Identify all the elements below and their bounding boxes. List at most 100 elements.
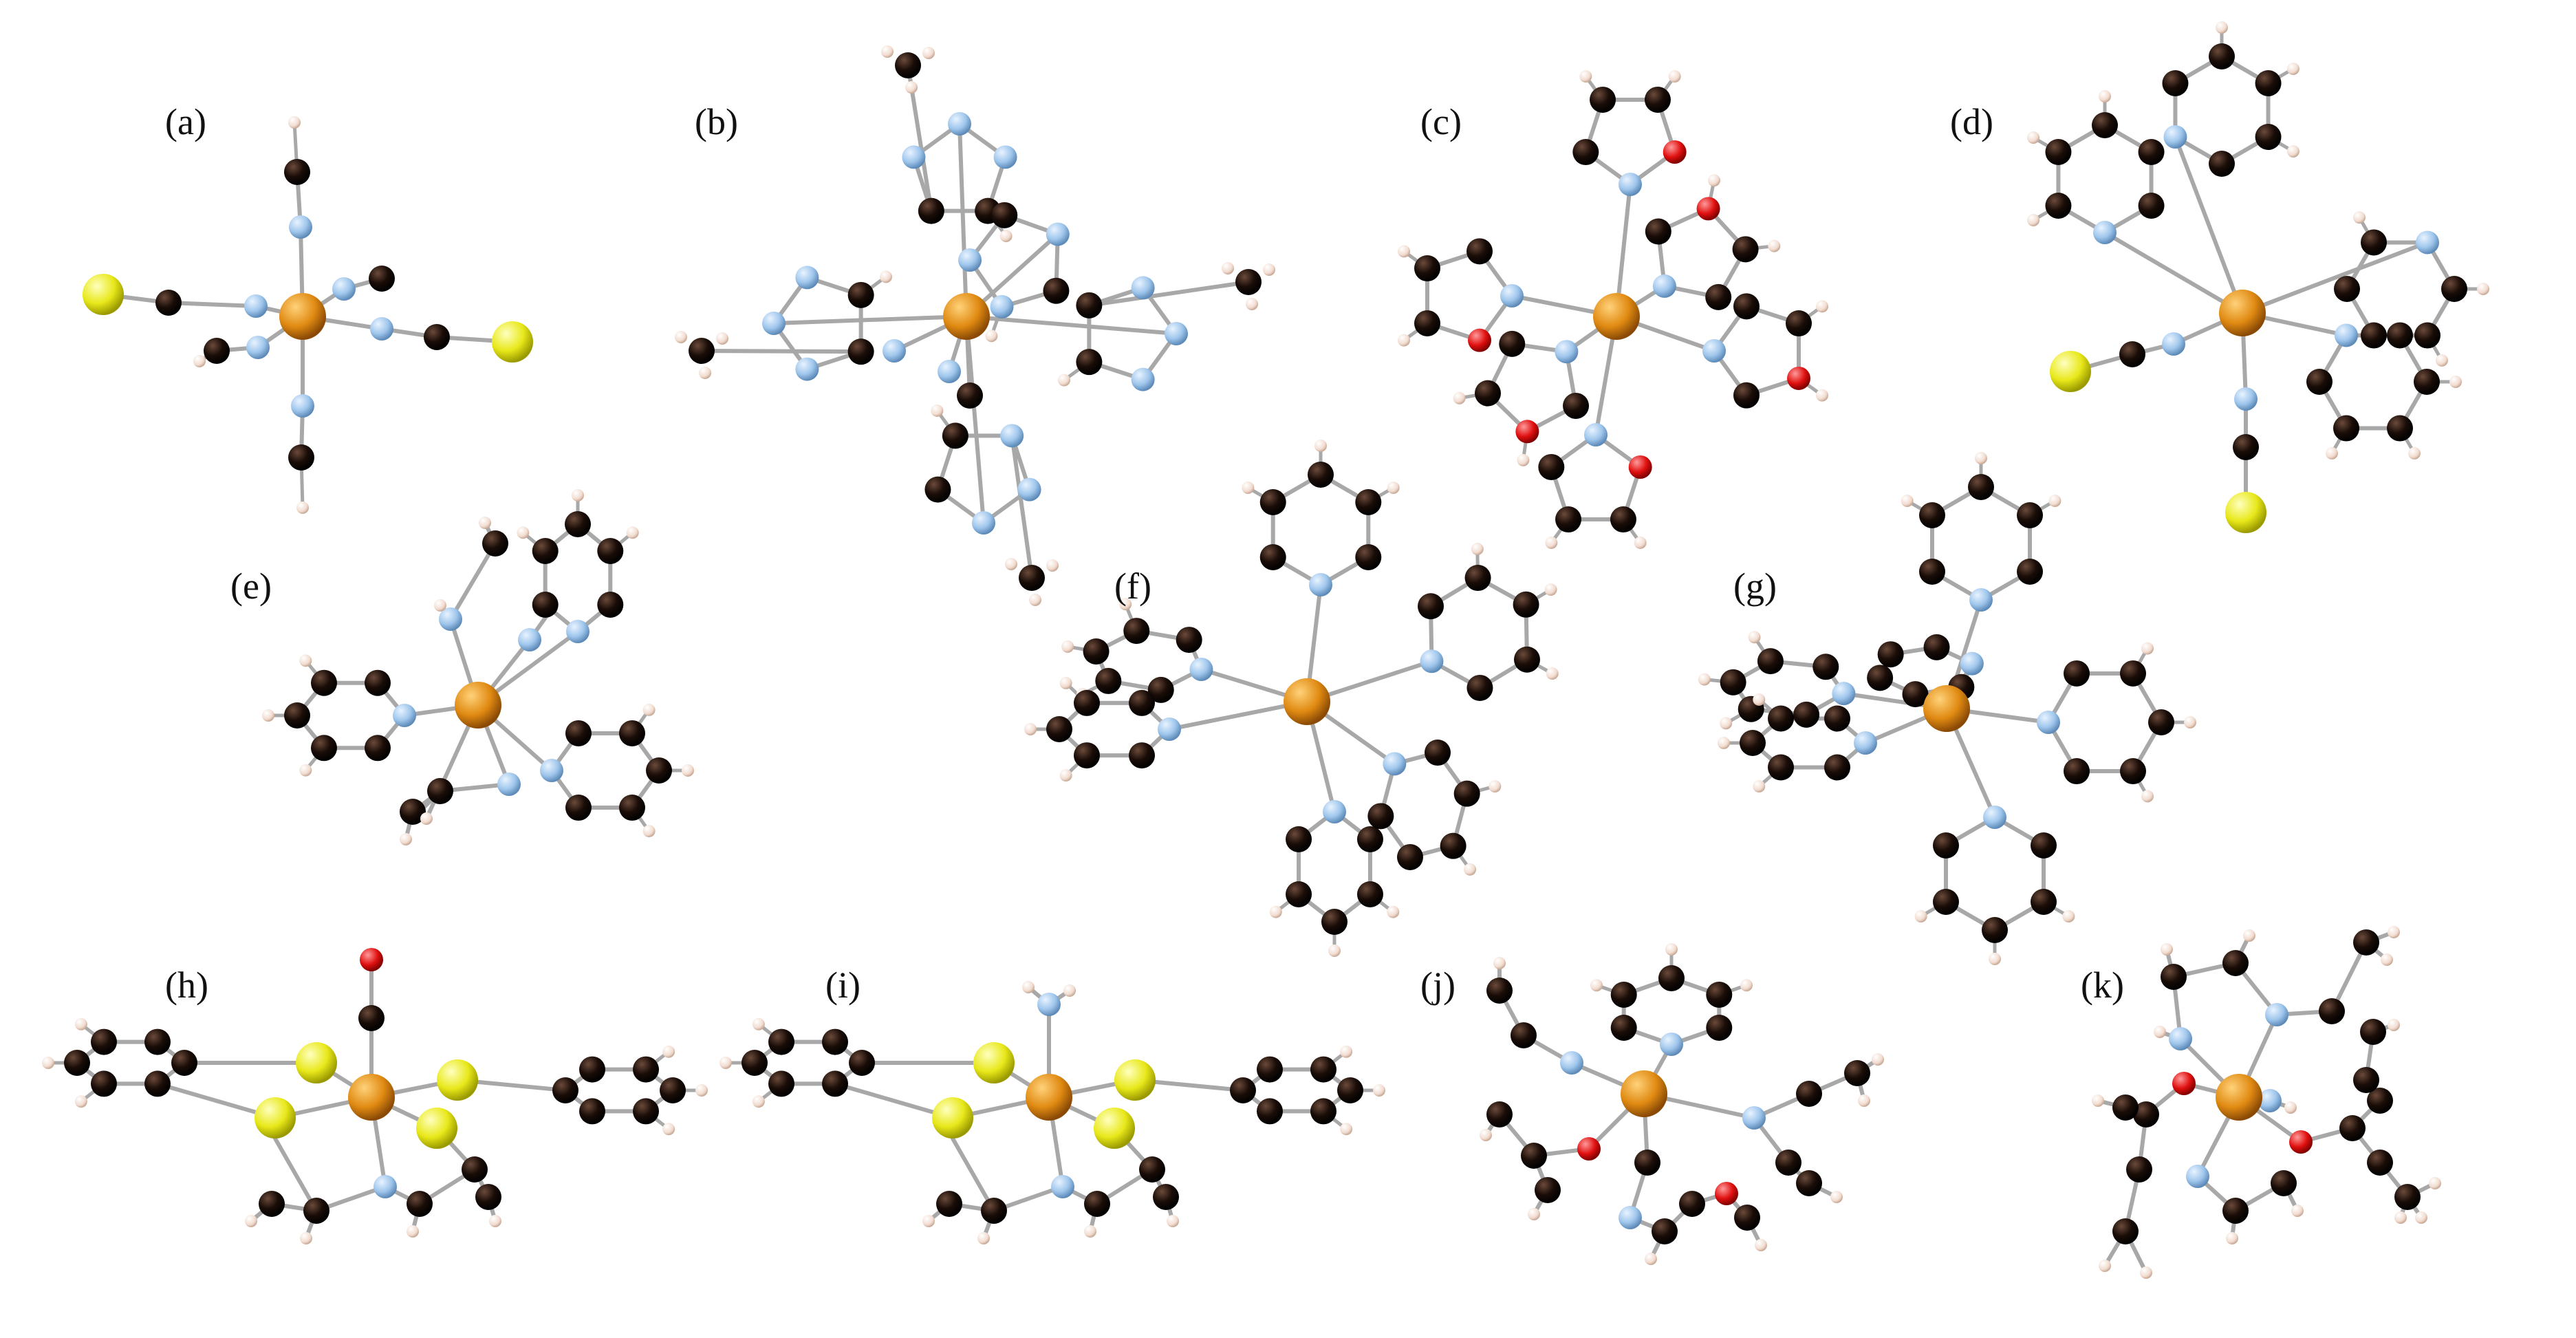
hydrogen-atom — [420, 812, 433, 825]
sulfur-atom — [83, 274, 124, 315]
nitrogen-atom — [540, 759, 563, 782]
carbon-atom — [2367, 1088, 2393, 1114]
oxygen-atom — [360, 948, 383, 971]
carbon-atom — [2339, 1115, 2366, 1141]
hydrogen-atom — [1668, 70, 1681, 83]
carbon-atom — [847, 281, 874, 308]
hydrogen-atom — [288, 116, 301, 129]
hydrogen-atom — [642, 703, 656, 716]
carbon-atom — [1824, 754, 1850, 781]
carbon-atom — [1414, 255, 1440, 282]
nitrogen-atom — [1742, 1106, 1766, 1130]
nitrogen-atom — [972, 511, 995, 535]
metal-atom — [1026, 1074, 1072, 1121]
carbon-atom — [1257, 1098, 1283, 1125]
carbon-atom — [2387, 322, 2413, 349]
carbon-atom — [957, 382, 983, 409]
panel-label-k: (k) — [2081, 964, 2124, 1006]
panel-label-d: (d) — [1950, 101, 1993, 142]
carbon-atom — [1768, 705, 1794, 732]
bond — [2240, 240, 2429, 315]
nitrogen-atom — [370, 317, 393, 341]
carbon-atom — [1355, 489, 1382, 515]
hydrogen-atom — [881, 45, 894, 58]
hydrogen-atom — [1815, 389, 1828, 402]
carbon-atom — [2255, 124, 2282, 150]
carbon-atom — [849, 1050, 875, 1076]
carbon-atom — [1356, 826, 1383, 852]
carbon-atom — [424, 324, 450, 350]
carbon-atom — [2092, 112, 2118, 138]
hydrogen-atom — [1753, 693, 1766, 706]
carbon-atom — [981, 1198, 1007, 1224]
oxygen-atom — [2289, 1130, 2313, 1154]
hydrogen-atom — [985, 330, 998, 343]
nitrogen-atom — [2186, 1165, 2209, 1188]
carbon-atom — [2353, 929, 2379, 956]
panel-f-molecule — [1024, 440, 1559, 957]
metal-atom — [1284, 678, 1330, 725]
nitrogen-atom — [291, 394, 314, 418]
hydrogen-atom — [1753, 780, 1766, 793]
hydrogen-atom — [1493, 957, 1506, 969]
hydrogen-atom — [1084, 1225, 1096, 1238]
carbon-atom — [2209, 151, 2235, 177]
carbon-atom — [1733, 382, 1760, 409]
carbon-atom — [1923, 634, 1950, 660]
carbon-atom — [311, 735, 337, 762]
bond — [700, 349, 863, 354]
carbon-atom — [1535, 1177, 1561, 1203]
carbon-atom — [1652, 1218, 1678, 1244]
carbon-atom — [2334, 276, 2360, 302]
carbon-atom — [288, 444, 314, 471]
nitrogen-atom — [2037, 711, 2060, 734]
carbon-atom — [1046, 716, 1072, 742]
carbon-atom — [1367, 803, 1394, 830]
carbon-atom — [1918, 559, 1945, 585]
sulfur-atom — [296, 1042, 337, 1083]
carbon-atom — [1918, 502, 1945, 528]
nitrogen-atom — [497, 773, 521, 796]
nitrogen-atom — [1037, 993, 1061, 1016]
nitrogen-atom — [1555, 340, 1579, 364]
carbon-atom — [2126, 1156, 2152, 1183]
hydrogen-atom — [74, 1017, 87, 1031]
carbon-atom — [400, 799, 426, 825]
carbon-atom — [1734, 1205, 1760, 1231]
carbon-atom — [1474, 380, 1501, 407]
panel-label-j: (j) — [1420, 964, 1455, 1006]
carbon-atom — [1076, 349, 1103, 376]
carbon-atom — [1396, 843, 1423, 870]
hydrogen-atom — [2027, 214, 2040, 226]
carbon-atom — [1644, 86, 1671, 113]
hydrogen-atom — [1740, 979, 1753, 992]
carbon-atom — [144, 1070, 171, 1097]
hydrogen-atom — [1024, 723, 1037, 735]
nitrogen-atom — [1131, 276, 1155, 300]
panel-h-molecule-atoms — [42, 948, 708, 1244]
carbon-atom — [1634, 1150, 1660, 1176]
nitrogen-atom — [1420, 649, 1444, 673]
hydrogen-atom — [2027, 131, 2040, 144]
hydrogen-atom — [2286, 145, 2299, 158]
hydrogen-atom — [2388, 1019, 2400, 1031]
carbon-atom — [1425, 740, 1451, 766]
hydrogen-atom — [922, 47, 935, 59]
carbon-atom — [2319, 998, 2345, 1024]
nitrogen-atom — [2234, 387, 2258, 411]
hydrogen-atom — [752, 1095, 765, 1108]
carbon-atom — [2394, 1184, 2421, 1210]
carbon-atom — [1877, 641, 1904, 668]
carbon-atom — [2361, 322, 2387, 349]
bond — [2173, 135, 2244, 315]
hydrogen-atom — [2477, 283, 2489, 295]
nitrogen-atom — [1000, 424, 1024, 448]
carbon-atom — [2112, 1218, 2139, 1244]
hydrogen-atom — [2184, 716, 2196, 729]
hydrogen-atom — [1167, 1215, 1179, 1227]
carbon-atom — [768, 1070, 794, 1097]
hydrogen-atom — [1464, 863, 1477, 876]
carbon-atom — [2441, 276, 2467, 302]
carbon-atom — [565, 720, 592, 746]
nitrogen-atom — [1660, 1033, 1683, 1056]
